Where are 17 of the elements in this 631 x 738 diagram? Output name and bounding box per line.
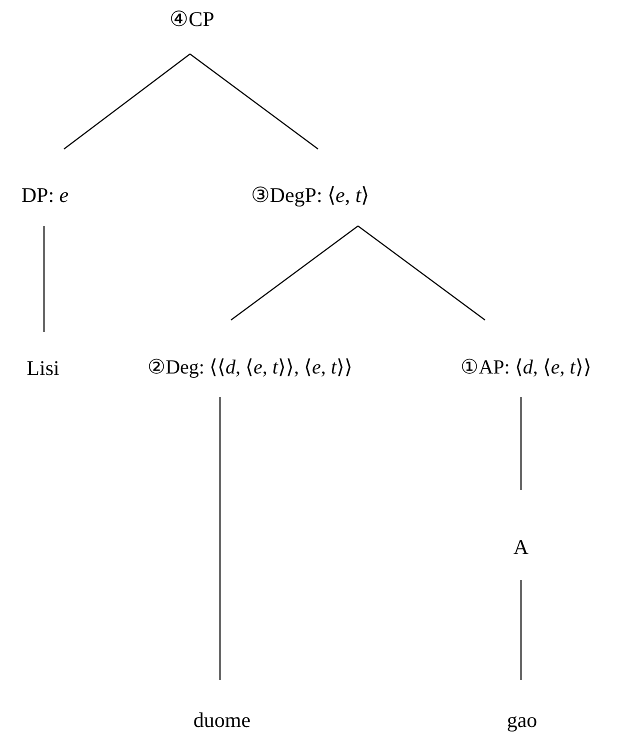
tree-branch	[520, 397, 522, 490]
node-label: ②Deg: ⟨⟨d, ⟨e, t⟩⟩, ⟨e, t⟩⟩	[148, 356, 352, 380]
tree-branch	[64, 54, 190, 150]
node-label: DP: e	[21, 182, 69, 208]
node-label: gao	[506, 708, 538, 732]
node-label: duome	[193, 708, 251, 732]
tree-branch	[230, 226, 358, 320]
tree-branch	[219, 397, 221, 680]
node-label: ④CP	[170, 6, 214, 32]
tree-branch	[520, 580, 522, 680]
node-label: Lisi	[26, 356, 60, 380]
tree-branch	[43, 226, 45, 332]
node-label: A	[513, 534, 529, 560]
node-label: ①AP: ⟨d, ⟨e, t⟩⟩	[460, 356, 592, 380]
tree-branch	[190, 54, 318, 150]
tree-branch	[358, 226, 486, 320]
node-label: ③DegP: ⟨e, t⟩	[250, 182, 370, 208]
